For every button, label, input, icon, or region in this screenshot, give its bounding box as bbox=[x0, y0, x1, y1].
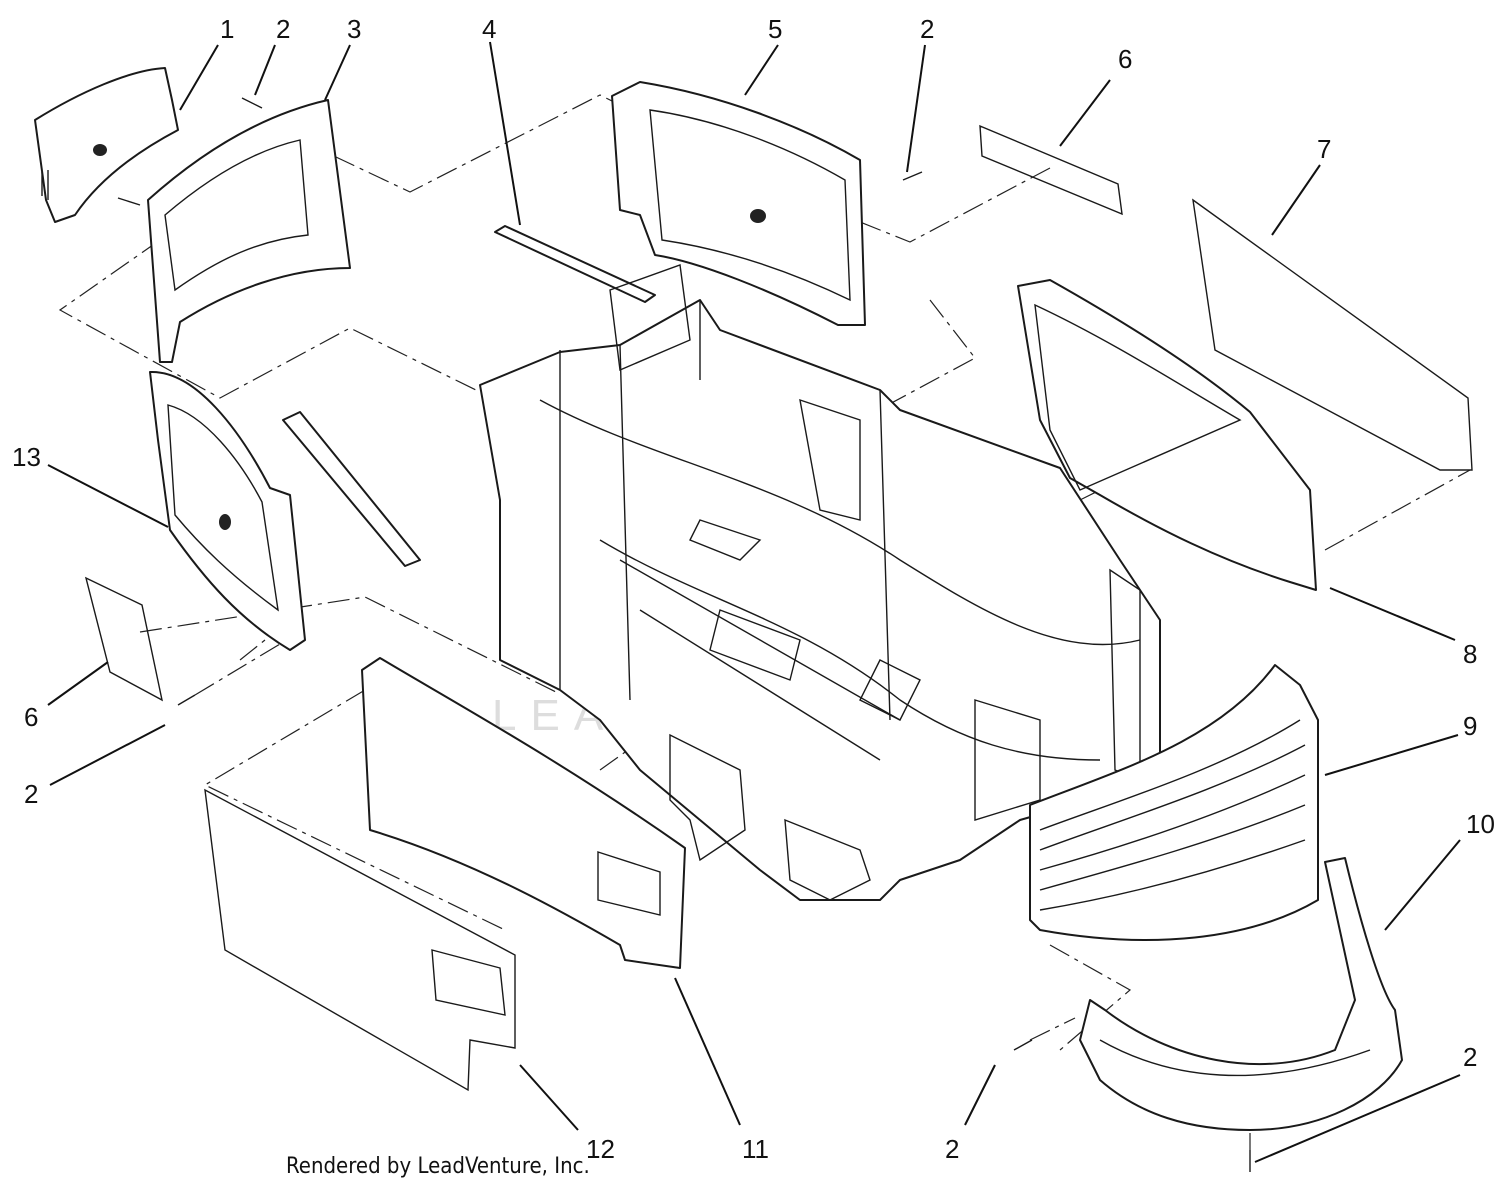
callout-12: 12 bbox=[586, 1134, 615, 1164]
callout-2: 2 bbox=[24, 779, 38, 809]
callout-6: 6 bbox=[1118, 44, 1132, 74]
part-13-left-side-panel bbox=[149, 370, 306, 651]
part-12-lower-sheet bbox=[204, 788, 516, 1092]
part-6-pad-right bbox=[979, 124, 1123, 216]
callout-2: 2 bbox=[945, 1134, 959, 1164]
callout-2: 2 bbox=[276, 14, 290, 44]
part-10-bumper bbox=[1079, 857, 1403, 1131]
callout-2: 2 bbox=[920, 14, 934, 44]
callout-5: 5 bbox=[768, 14, 782, 44]
callout-8: 8 bbox=[1463, 639, 1477, 669]
callout-2: 2 bbox=[1463, 1042, 1477, 1072]
callout-1: 1 bbox=[220, 14, 234, 44]
credit-text: Rendered by LeadVenture, Inc. bbox=[286, 1154, 590, 1179]
screws bbox=[117, 97, 1251, 1172]
part-4-bars bbox=[282, 225, 656, 567]
callout-4: 4 bbox=[482, 14, 496, 44]
callout-7: 7 bbox=[1317, 134, 1331, 164]
part-9-grille bbox=[1029, 664, 1319, 941]
chassis-frame bbox=[479, 264, 1161, 901]
part-1-rear-cover bbox=[34, 67, 179, 223]
part-6-pad-left bbox=[84, 576, 163, 702]
callout-13: 13 bbox=[12, 442, 41, 472]
part-11-lower-side-panel bbox=[361, 657, 686, 969]
part-8-right-side-panel bbox=[1017, 279, 1317, 591]
callout-10: 10 bbox=[1466, 809, 1495, 839]
callout-11: 11 bbox=[742, 1134, 769, 1164]
part-5-upper-panel bbox=[611, 81, 866, 326]
callout-6: 6 bbox=[24, 702, 38, 732]
part-3-frame-panel bbox=[147, 99, 351, 363]
callout-labels: 1 2 3 4 5 2 6 7 13 8 9 6 2 10 2 12 11 2 bbox=[12, 14, 1495, 1164]
callout-3: 3 bbox=[347, 14, 361, 44]
leader-lines bbox=[47, 41, 1461, 1163]
part-7-sheet bbox=[1192, 198, 1473, 471]
callout-9: 9 bbox=[1463, 711, 1477, 741]
